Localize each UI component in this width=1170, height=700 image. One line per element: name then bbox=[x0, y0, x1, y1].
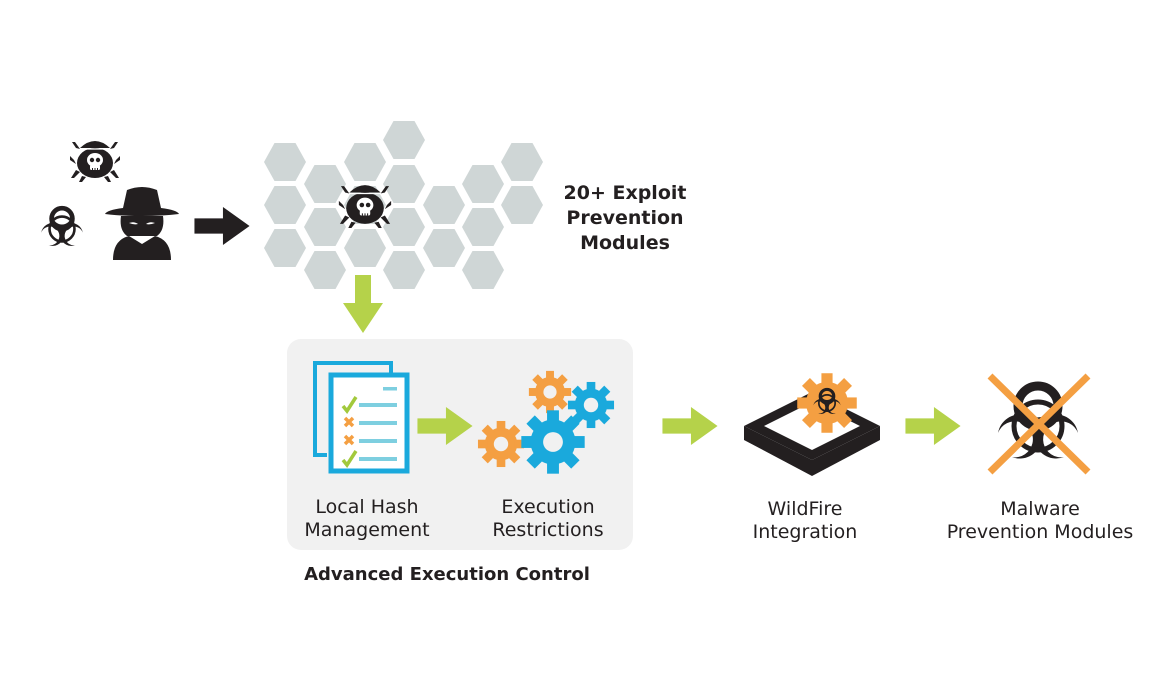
label-line: WildFire bbox=[767, 498, 843, 520]
local-hash-management-label: Local Hash Management bbox=[297, 496, 437, 542]
hexagon-cell bbox=[423, 229, 465, 267]
hexagon-cell bbox=[304, 251, 346, 289]
execution-restrictions-label: Execution Restrictions bbox=[478, 496, 618, 542]
hexagon-cell bbox=[501, 143, 543, 181]
hexagon-cell bbox=[304, 208, 346, 246]
hexagon-cell bbox=[423, 186, 465, 224]
label-line: 20+ Exploit bbox=[563, 182, 687, 204]
hexagon-cell bbox=[383, 208, 425, 246]
spider-skull-icon bbox=[338, 182, 392, 228]
malware-prevention-modules-label: Malware Prevention Modules bbox=[935, 498, 1145, 544]
label-line: Restrictions bbox=[492, 519, 604, 541]
label-line: Execution bbox=[501, 496, 595, 518]
gear-icon bbox=[528, 370, 572, 414]
hacker-spy-icon bbox=[105, 187, 179, 260]
exploit-prevention-label: 20+ Exploit Prevention Modules bbox=[555, 181, 695, 256]
wildfire-integration-label: WildFire Integration bbox=[735, 498, 875, 544]
label-line: Malware bbox=[1000, 498, 1080, 520]
gear-icon bbox=[520, 409, 586, 475]
arrow-right-icon bbox=[416, 407, 474, 445]
arrow-down-icon bbox=[343, 275, 383, 333]
hash-list-document-icon bbox=[313, 361, 410, 474]
biohazard-icon bbox=[810, 386, 844, 420]
hexagon-cell bbox=[462, 251, 504, 289]
gear-icon bbox=[477, 420, 525, 468]
hexagon-cell bbox=[462, 208, 504, 246]
hexagon-cell bbox=[264, 143, 306, 181]
hexagon-cell bbox=[383, 121, 425, 159]
blocked-cross-icon bbox=[987, 373, 1091, 475]
arrow-right-icon bbox=[662, 407, 718, 445]
label-line: Prevention bbox=[566, 207, 684, 229]
hexagon-cell bbox=[383, 165, 425, 203]
label-line: Modules bbox=[580, 232, 670, 254]
hexagon-cell bbox=[383, 251, 425, 289]
label-line: Prevention Modules bbox=[946, 521, 1134, 543]
hexagon-cell bbox=[344, 143, 386, 181]
hexagon-cell bbox=[501, 186, 543, 224]
label-line: Local Hash bbox=[315, 496, 419, 518]
arrow-right-icon bbox=[905, 407, 961, 445]
advanced-execution-control-title: Advanced Execution Control bbox=[304, 564, 590, 585]
hexagon-cell bbox=[462, 165, 504, 203]
hexagon-cell bbox=[344, 229, 386, 267]
label-line: Integration bbox=[752, 521, 858, 543]
hexagon-cell bbox=[264, 186, 306, 224]
hexagon-cell bbox=[264, 229, 306, 267]
hexagon-cell bbox=[304, 165, 346, 203]
label-line: Management bbox=[304, 519, 430, 541]
